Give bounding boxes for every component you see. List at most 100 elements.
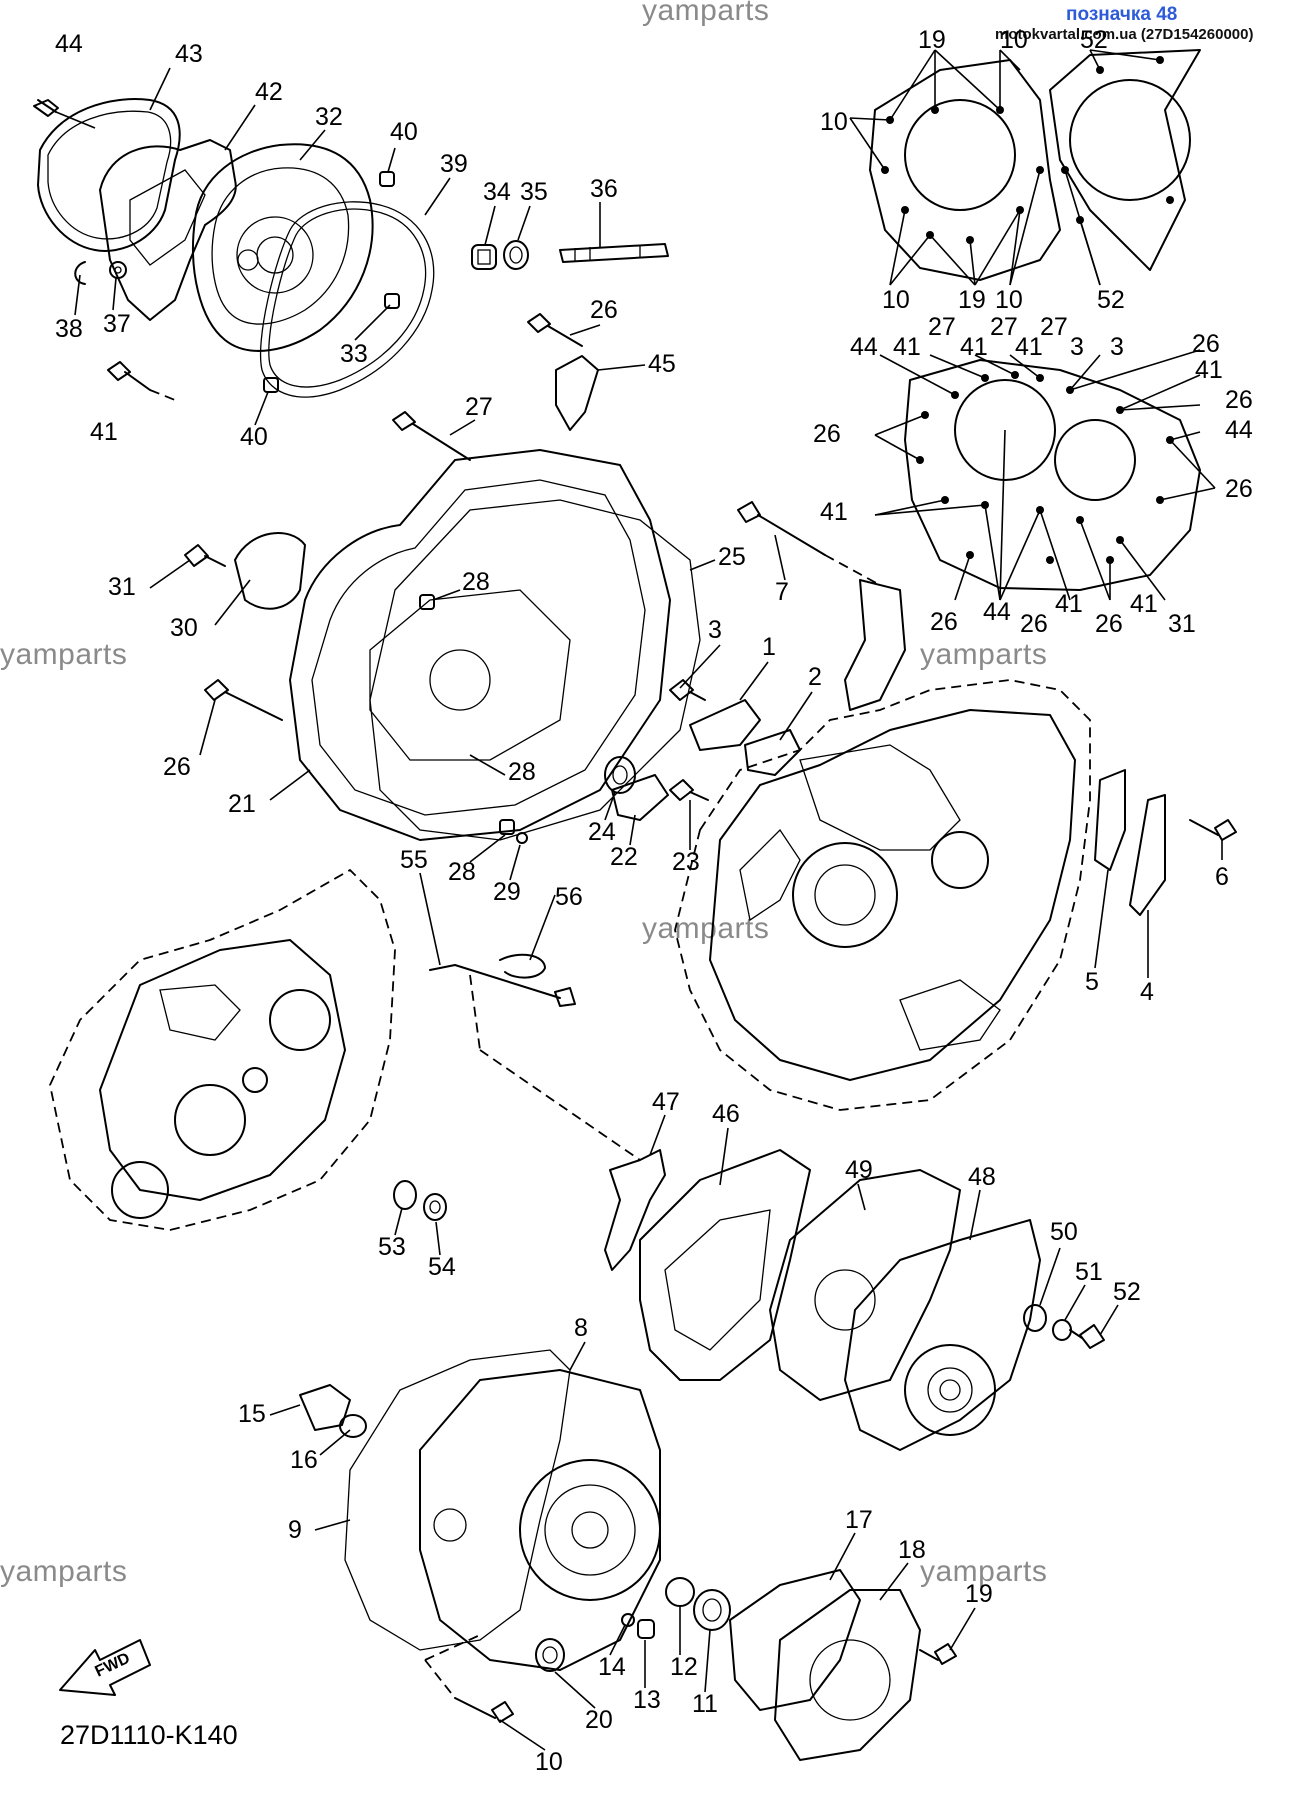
clutch-cover-part-32: [192, 143, 374, 352]
crankcase-right-half: [674, 679, 1091, 1111]
callout: 23: [672, 848, 700, 876]
callout: 4: [1140, 978, 1154, 1006]
callout: 22: [610, 843, 638, 871]
bolt-pattern-diagram-lower: [874, 349, 1216, 601]
callout: 31: [108, 573, 136, 601]
cover-part-18: [774, 1589, 921, 1761]
callout: 27: [990, 313, 1018, 341]
bolt-part-3: [669, 679, 706, 701]
bolt-part-6: [1189, 819, 1237, 841]
callout: 10: [535, 1748, 563, 1776]
callout: 34: [483, 178, 511, 206]
callout: 26: [1020, 610, 1048, 638]
oring-part-29: [516, 832, 528, 844]
callout: 16: [290, 1446, 318, 1474]
bolt-part-23: [669, 779, 709, 801]
shaft-part-36: [559, 243, 669, 263]
callout: 41: [960, 333, 988, 361]
callout: 26: [163, 753, 191, 781]
callout: 12: [670, 1653, 698, 1681]
callout: 21: [228, 790, 256, 818]
callout: 32: [315, 103, 343, 131]
callout: 18: [898, 1536, 926, 1564]
grommet-part-50: [1023, 1304, 1047, 1332]
bolt-part-19: [919, 1643, 957, 1665]
callout: 44: [983, 598, 1011, 626]
callout: 45: [648, 350, 676, 378]
callout: 19: [965, 1580, 993, 1608]
callout: 30: [170, 614, 198, 642]
cover-part-1: [689, 699, 761, 751]
callout: 55: [400, 846, 428, 874]
bolt-part-26b: [527, 313, 583, 347]
oring-part-14: [621, 1613, 635, 1627]
callout: 49: [845, 1156, 873, 1184]
cover-part-46: [639, 1149, 811, 1381]
callout: 26: [1095, 610, 1123, 638]
watermark: yamparts: [920, 638, 1048, 671]
plate-part-4: [1129, 794, 1166, 916]
callout: 10: [1000, 26, 1028, 54]
callout: 5: [1085, 968, 1099, 996]
bolt-part-44: [33, 99, 96, 129]
crankcase-cover-part-21: [289, 449, 671, 841]
oil-seal-part-54: [423, 1193, 447, 1221]
washer-part-37: [109, 261, 127, 279]
callout: 54: [428, 1253, 456, 1281]
callout: 53: [378, 1233, 406, 1261]
callout: 52: [1097, 286, 1125, 314]
callout: 25: [718, 543, 746, 571]
bolt-part-10: [454, 1697, 514, 1723]
crankcase-cover-part-8: [419, 1369, 661, 1671]
callout: 38: [55, 315, 83, 343]
callout-numbers: 44 43 42 32 40 39 34 35 36 38 37 33 41 4…: [55, 26, 1253, 1776]
callout: 46: [712, 1100, 740, 1128]
drawing-code: 27D1110-K140: [60, 1720, 238, 1750]
callout: 40: [390, 118, 418, 146]
callout: 15: [238, 1400, 266, 1428]
callout: 27: [928, 313, 956, 341]
gasket-part-9: [344, 1349, 571, 1651]
callout: 27: [1040, 313, 1068, 341]
gasket-part-39: [259, 201, 435, 398]
callout: 42: [255, 78, 283, 106]
callout: 26: [930, 608, 958, 636]
callout: 28: [508, 758, 536, 786]
bearing-part-53: [393, 1180, 417, 1210]
callout: 26: [1192, 330, 1220, 358]
plug-part-13: [637, 1619, 655, 1639]
callout: 26: [590, 296, 618, 324]
callout: 44: [1225, 416, 1253, 444]
callout: 41: [1055, 590, 1083, 618]
reference-label: позначка 48: [1066, 4, 1178, 25]
callout: 41: [1130, 590, 1158, 618]
callout: 44: [850, 333, 878, 361]
callout: 47: [652, 1088, 680, 1116]
callout: 17: [845, 1506, 873, 1534]
crankcase-left-half: [49, 868, 396, 1231]
filler-cap-part-15: [299, 1384, 351, 1431]
bolt-part-55: [429, 964, 576, 1007]
reference-url: motokvartal.com.ua (27D154260000): [995, 26, 1254, 43]
callout: 26: [1225, 386, 1253, 414]
watermark: yamparts: [0, 1555, 128, 1588]
callout: 50: [1050, 1218, 1078, 1246]
callout: 10: [995, 286, 1023, 314]
callout: 20: [585, 1706, 613, 1734]
callout: 11: [692, 1690, 718, 1718]
oil-seal-part-20: [535, 1638, 565, 1672]
bolt-part-33: [384, 293, 400, 309]
fwd-arrow-icon: FWD: [59, 1639, 151, 1696]
clip-part-56: [499, 953, 546, 979]
gasket-part-25: [369, 499, 701, 841]
callout: 41: [1015, 333, 1043, 361]
callout: 28: [462, 568, 490, 596]
bracket-behind: [844, 579, 906, 711]
dowel-pin-part-40b: [263, 377, 279, 393]
callout: 28: [448, 858, 476, 886]
collar-part-51: [1052, 1319, 1072, 1341]
callout: 7: [775, 578, 789, 606]
callout: 3: [708, 616, 722, 644]
oil-seal-part-24: [604, 756, 636, 794]
